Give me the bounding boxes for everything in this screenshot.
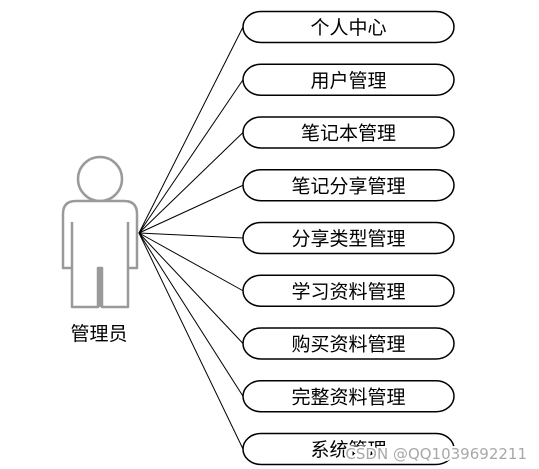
- association-line: [138, 26, 244, 234]
- use-case: 完整资料管理: [242, 380, 455, 413]
- watermark-text: CSDN @QQ1039692211: [345, 445, 527, 463]
- association-line: [138, 232, 244, 292]
- watermark-text-halo: CSDN @QQ1039692211: [345, 445, 527, 463]
- use-case-shape: [242, 10, 455, 44]
- use-case-shape: [242, 380, 455, 413]
- use-case-label: 购买资料管理: [291, 334, 405, 356]
- association-lines: [138, 26, 244, 450]
- use-case: 笔记分享管理: [242, 169, 455, 202]
- use-case-shape: [242, 169, 455, 202]
- use-case-shape: [242, 432, 455, 466]
- use-case: 购买资料管理: [242, 327, 455, 360]
- use-case-shape: [242, 274, 455, 307]
- use-case: 个人中心: [242, 10, 455, 44]
- association-line: [138, 79, 244, 234]
- actor-figure: [61, 155, 139, 309]
- use-case-label: 系统管理: [310, 439, 386, 461]
- association-line: [138, 232, 244, 397]
- use-case-list: 个人中心用户管理笔记本管理笔记分享管理分享类型管理学习资料管理购买资料管理完整资…: [242, 10, 455, 466]
- use-case-label: 用户管理: [310, 70, 386, 92]
- use-case-label: 学习资料管理: [291, 281, 405, 303]
- use-case-label: 笔记分享管理: [291, 175, 405, 197]
- use-case-shape: [242, 327, 455, 360]
- use-case-shape: [242, 221, 455, 255]
- use-case: 系统管理: [242, 432, 455, 466]
- association-line: [138, 232, 244, 450]
- use-case-label: 完整资料管理: [291, 386, 405, 408]
- association-line: [138, 132, 244, 234]
- actor-head: [76, 155, 124, 203]
- use-case: 学习资料管理: [242, 274, 455, 307]
- association-line: [138, 232, 244, 344]
- use-case-shape: [242, 63, 455, 96]
- use-case: 笔记本管理: [242, 116, 455, 149]
- use-case-label: 笔记本管理: [301, 123, 396, 145]
- watermark: CSDN @QQ1039692211 CSDN @QQ1039692211: [343, 443, 529, 465]
- use-case: 分享类型管理: [242, 221, 455, 255]
- use-case: 用户管理: [242, 63, 455, 96]
- use-case-shape: [242, 116, 455, 149]
- use-case-label: 个人中心: [310, 17, 386, 39]
- use-case-label: 分享类型管理: [291, 228, 405, 250]
- actor-label: 管理员: [70, 323, 127, 345]
- association-line: [138, 184, 244, 234]
- association-line: [138, 232, 244, 239]
- actor-body: [61, 199, 139, 309]
